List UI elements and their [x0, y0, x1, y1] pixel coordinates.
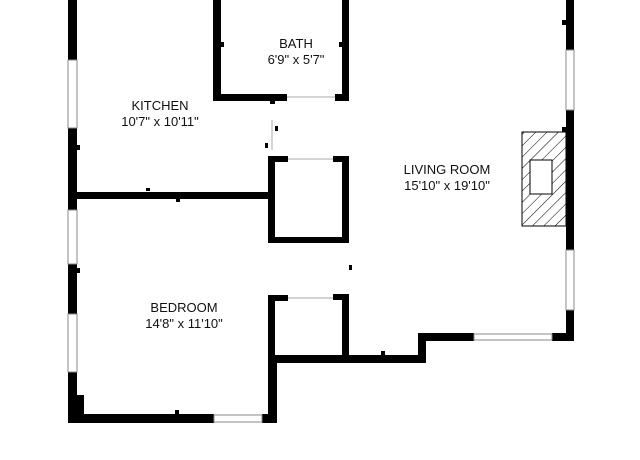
room-name-bedroom: BEDROOM [150, 300, 218, 315]
wall-right-top [566, 0, 574, 50]
wall-closet2-right [342, 294, 349, 362]
room-label-bedroom: BEDROOM 14'8" x 11'10" [145, 300, 223, 332]
wall-closet2-top-left [268, 295, 288, 301]
wall-right-mid [566, 110, 574, 250]
interior-walls [68, 0, 349, 362]
room-name-living: LIVING ROOM [403, 162, 491, 177]
wall-left-mid-2 [68, 264, 77, 314]
marker-partition-1 [146, 188, 150, 191]
wall-left-top [68, 0, 77, 60]
wall-bath-bottom-left [213, 94, 287, 101]
wall-bottom-living-step [418, 333, 426, 363]
marker-left-2 [77, 268, 80, 273]
windows [67, 49, 575, 423]
window-right-1 [565, 49, 575, 111]
wall-closet2-top-right [333, 294, 349, 300]
door-openings [271, 96, 335, 299]
wall-bottom-bedroom [68, 414, 214, 423]
fireplace-firebox [529, 159, 553, 195]
wall-kitchen-bedroom [68, 192, 274, 199]
window-left-1 [67, 59, 78, 129]
marker-closet-living [349, 265, 352, 270]
marker-kitchen-hall-1 [275, 126, 278, 131]
wall-closet-left [268, 156, 275, 243]
door-markers [77, 20, 566, 414]
room-dims-kitchen: 10'7" x 10'11" [121, 114, 199, 129]
fireplace [521, 131, 567, 227]
room-label-bath: BATH 6'9" x 5'7" [268, 36, 325, 68]
room-label-kitchen: KITCHEN 10'7" x 10'11" [121, 98, 199, 130]
wall-bath-bottom-right [335, 94, 349, 101]
marker-right-top [562, 20, 566, 25]
window-right-2 [565, 249, 575, 311]
marker-bath-left [221, 42, 224, 47]
marker-left-1 [77, 145, 80, 150]
marker-living-bottom [381, 351, 385, 355]
room-dims-bath: 6'9" x 5'7" [267, 52, 325, 67]
marker-bedroom-bottom [175, 410, 179, 414]
wall-bottom-living-2 [418, 333, 474, 341]
wall-right-bottom [566, 310, 574, 341]
window-bottom-living [473, 333, 553, 341]
room-dims-bedroom: 14'8" x 11'10" [145, 316, 223, 331]
marker-kitchen-hall-2 [265, 143, 268, 148]
wall-closet-top-right [333, 156, 349, 162]
marker-partition-2 [176, 199, 180, 202]
window-left-2 [67, 209, 78, 265]
window-left-3 [67, 313, 78, 373]
wall-closet-bottom [268, 237, 349, 243]
room-dims-living: 15'10" x 19'10" [404, 178, 490, 193]
room-name-bath: BATH [279, 36, 313, 51]
wall-bath-right [342, 0, 349, 101]
marker-bath-right [339, 42, 342, 47]
wall-closet-right [342, 156, 349, 243]
room-label-living: LIVING ROOM 15'10" x 19'10" [404, 162, 491, 194]
wall-left-bottom [68, 372, 77, 400]
wall-closet-top-left [268, 156, 288, 162]
wall-bedroom-right-lower [268, 355, 277, 423]
room-name-kitchen: KITCHEN [131, 98, 189, 113]
wall-bath-door-stub [270, 94, 275, 104]
window-bottom-bedroom [213, 414, 263, 423]
wall-bath-left [213, 0, 221, 101]
wall-bottom-living-3 [552, 333, 574, 341]
wall-left-mid-1 [68, 128, 77, 210]
marker-right-mid [562, 127, 566, 132]
